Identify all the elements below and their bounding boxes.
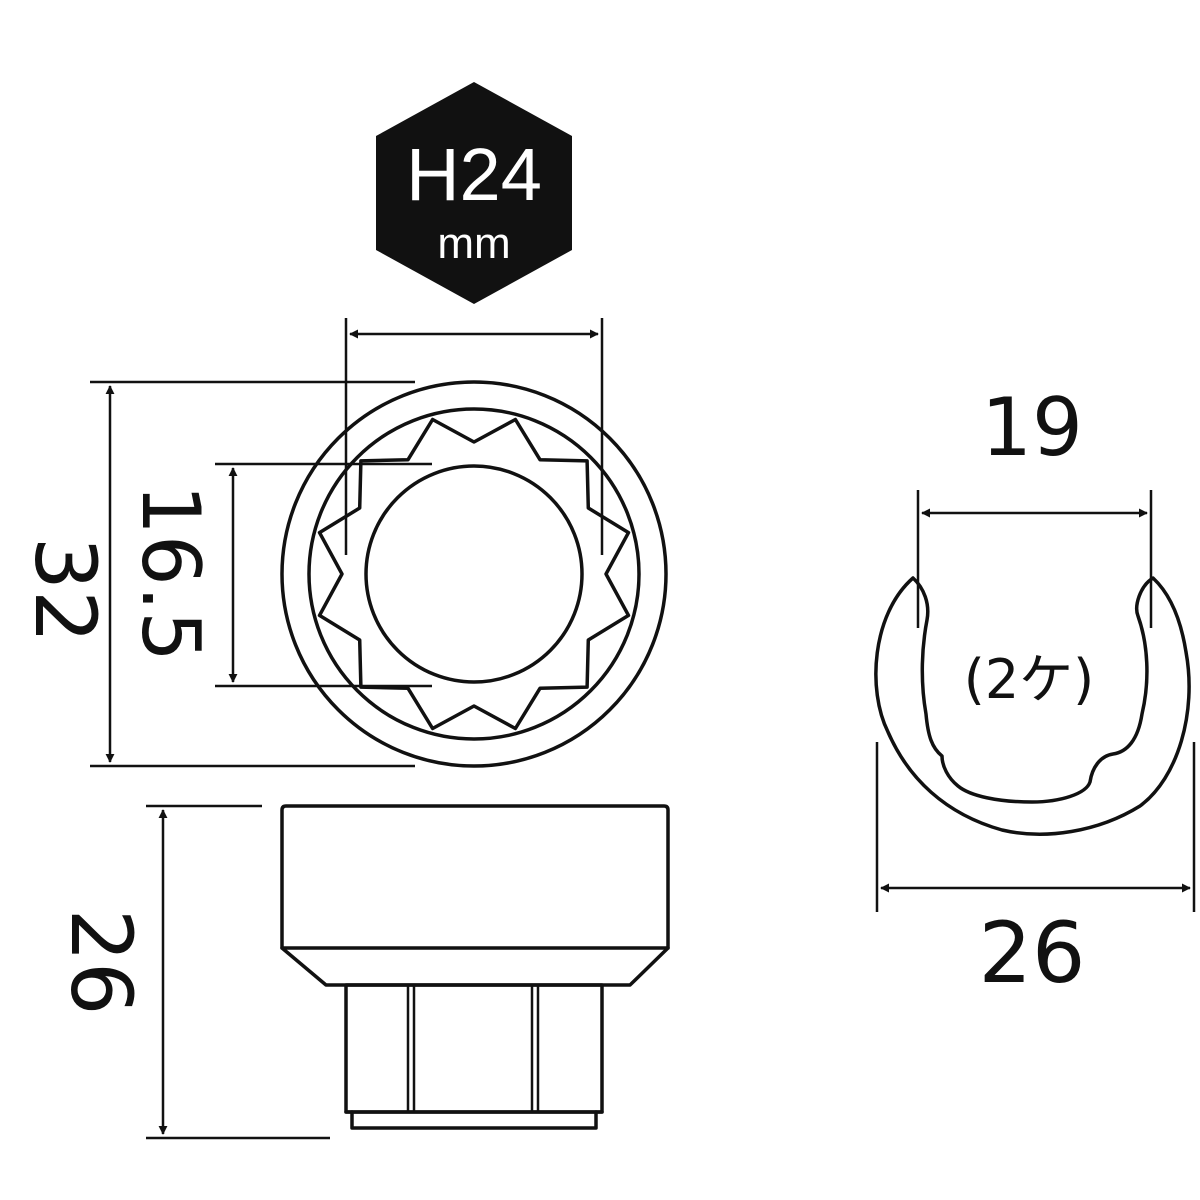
socket-top-view	[280, 380, 668, 768]
height-dimension: 26	[52, 804, 330, 1140]
twelve-point-spline-outline	[317, 417, 631, 731]
socket-side-view	[280, 804, 670, 1130]
hexagon-badge-icon	[376, 82, 572, 304]
height-label: 26	[52, 909, 150, 1016]
retaining-clip-drawing	[874, 576, 1191, 836]
clip-width-dimension: 26	[875, 742, 1196, 1002]
inner-diameter-dimension: 16.5	[124, 462, 432, 688]
outer-diameter-label: 32	[16, 537, 114, 644]
clip-width-label: 26	[979, 904, 1086, 1002]
badge-unit-text: mm	[437, 219, 510, 268]
outer-diameter-dimension: 32	[16, 380, 415, 768]
size-badge: H24 mm	[376, 82, 572, 304]
socket-width-dimension	[344, 318, 604, 555]
clip-quantity-note: (2ケ)	[964, 648, 1095, 711]
clip-opening-label: 19	[981, 381, 1083, 474]
inner-diameter-label: 16.5	[124, 484, 217, 662]
clip-opening-dimension: 19	[916, 381, 1153, 628]
badge-size-text: H24	[406, 133, 542, 216]
clip-outline	[874, 576, 1191, 836]
